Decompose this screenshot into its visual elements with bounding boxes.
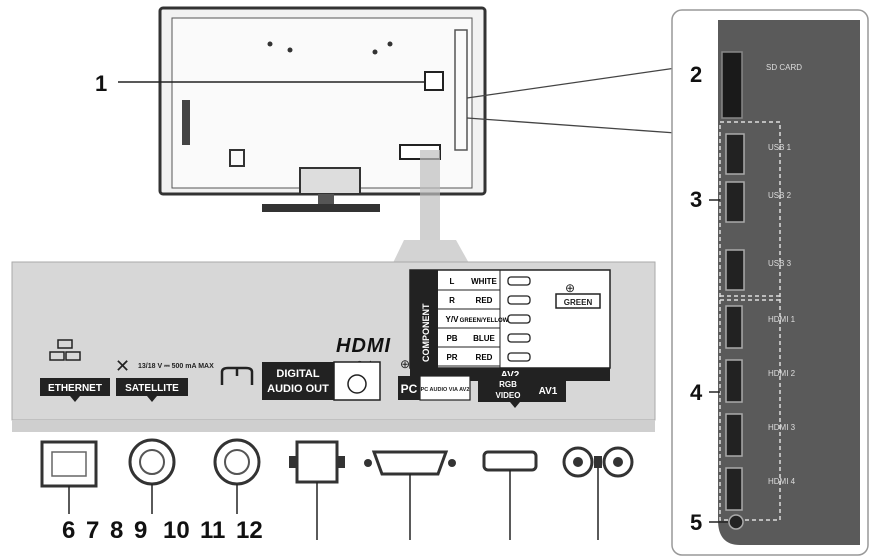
- callout-4: 4: [690, 380, 703, 405]
- optical-icon: [347, 374, 367, 394]
- side-label-hdmi4: HDMI 4: [768, 477, 796, 486]
- component-signal: PR: [446, 353, 457, 362]
- side-label-usb3: USB 3: [768, 259, 792, 268]
- component-color: WHITE: [471, 277, 497, 286]
- rca-plug-icon: [507, 276, 531, 286]
- component-signal: L: [450, 277, 455, 286]
- satellite-port: [128, 438, 176, 486]
- bottom-number-12: 12: [236, 517, 263, 544]
- svg-text:⊕: ⊕: [565, 281, 575, 295]
- tv-back-view: [158, 6, 487, 212]
- component-signal: PB: [446, 334, 457, 343]
- svg-text:⊕: ⊕: [400, 357, 410, 371]
- pc-av1-label-group: PC PC AUDIO VIA AV2 RGB VIDEO AV1: [398, 375, 566, 408]
- av1-label: AV1: [539, 386, 558, 397]
- usb3-port: [725, 249, 745, 291]
- bottom-number-10: 10: [163, 517, 190, 544]
- satellite-label-group: ✕ 13/18 V ⎓ 500 mA MAX SATELLITE: [115, 356, 214, 402]
- rca-plug-icon: [507, 352, 531, 362]
- hdmi4-port: [725, 467, 743, 511]
- headphone-port: [728, 514, 744, 530]
- hdmi2-port: [725, 359, 743, 403]
- digital-audio-label-2: AUDIO OUT: [267, 383, 329, 395]
- component-color: RED: [476, 296, 493, 305]
- pc-audio-label: PC AUDIO VIA AV2: [421, 387, 470, 393]
- optical-port: [295, 440, 339, 484]
- pc-label: PC: [401, 382, 418, 396]
- antenna-port: [213, 438, 261, 486]
- side-label-sd: SD CARD: [766, 63, 802, 72]
- hdmi1-port: [725, 305, 743, 349]
- side-label-usb1: USB 1: [768, 143, 792, 152]
- component-color: BLUE: [473, 334, 495, 343]
- ethernet-port: [40, 440, 98, 488]
- tv-card-slot-marker: [424, 71, 444, 91]
- satellite-label: SATELLITE: [125, 383, 179, 394]
- satellite-dish-icon: ✕: [115, 356, 130, 376]
- component-label: COMPONENT: [421, 303, 431, 362]
- satellite-spec: 13/18 V ⎓ 500 mA MAX: [138, 363, 214, 370]
- component-signal: Y/V: [446, 315, 460, 324]
- usb1-port: [725, 133, 745, 175]
- tv-stand-base: [262, 204, 380, 212]
- hdmi-logo: HDMI: [336, 335, 391, 357]
- rca-plug-icon: [507, 295, 531, 305]
- bottom-number-6: 6: [62, 517, 75, 544]
- side-label-usb2: USB 2: [768, 191, 792, 200]
- vga-port: [371, 450, 449, 476]
- green-tag: GREEN: [564, 298, 593, 307]
- sd-slot: [721, 51, 743, 119]
- callout-2: 2: [690, 62, 702, 87]
- video-label: VIDEO: [496, 391, 521, 400]
- rca-plug-icon: [507, 314, 531, 324]
- hdmi-port: [482, 450, 538, 472]
- hdmi3-port: [725, 413, 743, 457]
- component-color: GREEN/YELLOW: [460, 318, 509, 324]
- digital-audio-label-1: DIGITAL: [276, 368, 319, 380]
- callout-1: 1: [95, 71, 107, 96]
- ethernet-label-group: ETHERNET: [40, 339, 110, 402]
- side-connector-panel: [671, 9, 869, 556]
- component-color: RED: [476, 353, 493, 362]
- side-label-hdmi2: HDMI 2: [768, 369, 796, 378]
- component-signal: R: [449, 296, 455, 305]
- tv-stand-neck: [299, 167, 361, 195]
- usb2-port: [725, 181, 745, 223]
- av2-label: AV2: [501, 370, 520, 381]
- bottom-number-7: 7: [86, 517, 99, 544]
- bottom-number-9: 9: [134, 517, 147, 544]
- bottom-number-8: 8: [110, 517, 123, 544]
- side-label-hdmi1: HDMI 1: [768, 315, 796, 324]
- ethernet-label: ETHERNET: [48, 383, 102, 394]
- callout-5: 5: [690, 510, 702, 535]
- digital-audio-label-group: DIGITAL AUDIO OUT: [262, 361, 381, 401]
- callout-3: 3: [690, 187, 702, 212]
- bottom-number-11: 11: [200, 517, 225, 544]
- connector-row: [40, 438, 634, 488]
- rgb-label: RGB: [499, 380, 517, 389]
- side-label-hdmi3: HDMI 3: [768, 423, 796, 432]
- antenna-icon: [220, 366, 254, 385]
- rca-plug-icon: [507, 333, 531, 343]
